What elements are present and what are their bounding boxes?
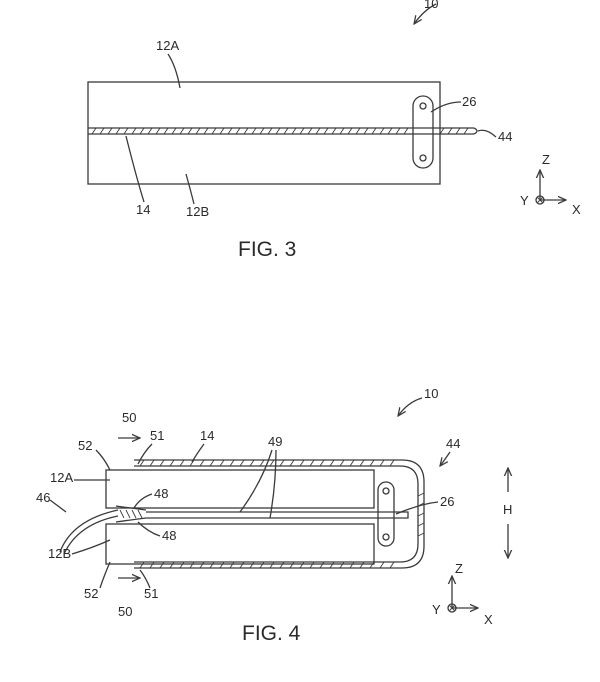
fig3-axis-z: Z	[542, 152, 550, 167]
fig4-leader-hinge	[395, 501, 439, 515]
fig4-label-upper-panel: 12A	[50, 470, 73, 485]
fig4-label-height: H	[503, 502, 512, 517]
fig4-leader-end-bottom	[139, 569, 151, 589]
fig3-flexible-layer	[88, 127, 478, 135]
fig4-cable	[59, 509, 119, 553]
fig4-device-arrow	[398, 397, 423, 416]
fig4-label-adhesive-bottom: 48	[162, 528, 176, 543]
figure-3: 10 12A 26 44 14 12B	[87, 0, 581, 261]
fig4-leader-seg-a	[239, 449, 273, 513]
fig4-hinge	[377, 481, 395, 547]
fig4-label-flexible-layer: 14	[200, 428, 214, 443]
fig4-leader-cable	[49, 499, 67, 513]
fig3-label-flexible-layer: 14	[136, 202, 150, 217]
fig4-middle-end	[398, 511, 409, 519]
fig4-leader-lower	[71, 539, 111, 555]
fig4-leader-layer	[191, 443, 205, 463]
fig3-label-lower-panel: 12B	[186, 204, 209, 219]
fig4-cable-inner	[63, 515, 119, 555]
fig4-adhesive	[115, 505, 147, 523]
fig4-axis-x: X	[484, 612, 493, 627]
fig3-label-flexible-portion: 44	[498, 129, 512, 144]
fig4-label-direction-top: 50	[122, 410, 136, 425]
fig4-label-cable: 46	[36, 490, 50, 505]
fig3-leader-flex	[477, 129, 497, 138]
fig4-label-flexible-portion: 44	[446, 436, 460, 451]
fig3-hinge	[412, 95, 434, 169]
fig4-label-adhesive-top: 48	[154, 486, 168, 501]
fig4-label-end-top: 51	[150, 428, 164, 443]
fig4-upper-panel	[105, 469, 375, 509]
fig3-device-arrow	[414, 3, 437, 24]
fig3-label-device: 10	[424, 0, 438, 11]
fig4-arrow-44	[440, 451, 451, 466]
fig4-label-lower-panel: 12B	[48, 546, 71, 561]
fig4-leader-edge-bottom	[99, 561, 111, 589]
fig4-lower-panel	[105, 523, 375, 565]
fig4-leader-adh-top	[133, 493, 153, 509]
fig4-leader-adh-bottom	[137, 521, 161, 537]
fig4-axis-z: Z	[455, 561, 463, 576]
fig4-leader-end-top	[137, 443, 153, 465]
fig3-axis-y: Y	[520, 193, 529, 208]
fig4-flexible-wrap	[134, 459, 425, 569]
fig4-label-segments: 49	[268, 434, 282, 449]
fig3-leader-layer	[125, 135, 145, 203]
fig4-axis-y: Y	[432, 602, 441, 617]
fig3-label-upper-panel: 12A	[156, 38, 179, 53]
fig4-label-end-bottom: 51	[144, 586, 158, 601]
fig3-axes: Z Y X	[520, 152, 581, 217]
fig4-label-edge-top: 52	[78, 438, 92, 453]
fig3-axis-x: X	[572, 202, 581, 217]
fig4-axes: Z Y X	[432, 561, 493, 627]
fig3-flex-tail	[473, 127, 478, 135]
fig3-housing	[87, 81, 441, 185]
fig3-label-hinge: 26	[462, 94, 476, 109]
fig3-leader-lower	[185, 173, 195, 205]
fig4-label-direction-bottom: 50	[118, 604, 132, 619]
fig4-label-hinge: 26	[440, 494, 454, 509]
fig4-caption: FIG. 4	[242, 622, 301, 645]
fig3-leader-upper	[167, 53, 181, 89]
fig3-caption: FIG. 3	[238, 238, 296, 261]
fig4-label-device: 10	[424, 386, 438, 401]
fig4-leader-seg-b	[269, 449, 277, 519]
fig3-leader-hinge	[430, 101, 462, 113]
fig4-leader-edge-top	[95, 449, 111, 471]
fig4-label-edge-bottom: 52	[84, 586, 98, 601]
figure-4: 10 50	[36, 386, 512, 645]
